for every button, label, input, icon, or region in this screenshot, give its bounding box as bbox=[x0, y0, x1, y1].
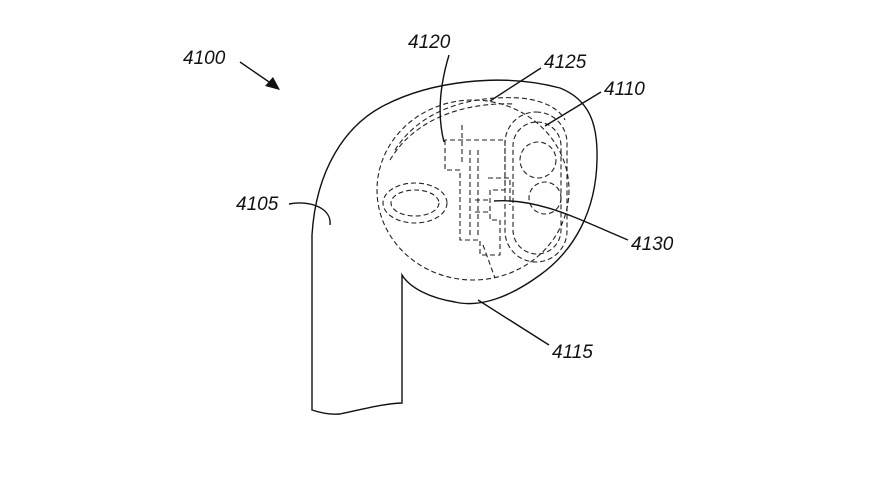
left-oval-component bbox=[382, 182, 448, 224]
label-4125: 4125 bbox=[544, 52, 587, 73]
leader-4110 bbox=[544, 91, 602, 127]
left-oval-inner bbox=[390, 189, 440, 217]
label-4130: 4130 bbox=[631, 234, 674, 255]
label-4120: 4120 bbox=[408, 32, 451, 53]
right-oval-component bbox=[504, 111, 568, 263]
earbud-outline bbox=[311, 79, 598, 415]
leader-4120 bbox=[439, 54, 450, 143]
central-circuit bbox=[444, 139, 506, 256]
label-4100: 4100 bbox=[183, 48, 226, 69]
port-circle-top bbox=[519, 141, 557, 179]
label-4115: 4115 bbox=[552, 342, 593, 363]
leader-4125 bbox=[489, 67, 542, 102]
port-circle-bottom bbox=[528, 181, 562, 215]
label-4110: 4110 bbox=[604, 79, 645, 100]
leader-4130 bbox=[493, 200, 629, 241]
leader-4115 bbox=[477, 299, 550, 346]
central-circuit-2 bbox=[461, 125, 511, 235]
inner-dashed-region bbox=[376, 99, 570, 281]
arrow-4100 bbox=[239, 61, 273, 85]
leader-4105 bbox=[288, 202, 331, 226]
inner-dashed-top-band bbox=[394, 97, 566, 151]
label-4105: 4105 bbox=[236, 194, 279, 215]
right-oval-inner bbox=[512, 121, 562, 255]
inner-dashed-top-band-2 bbox=[389, 103, 516, 161]
lower-divider bbox=[482, 244, 496, 279]
arrow-head-4100 bbox=[265, 77, 280, 90]
